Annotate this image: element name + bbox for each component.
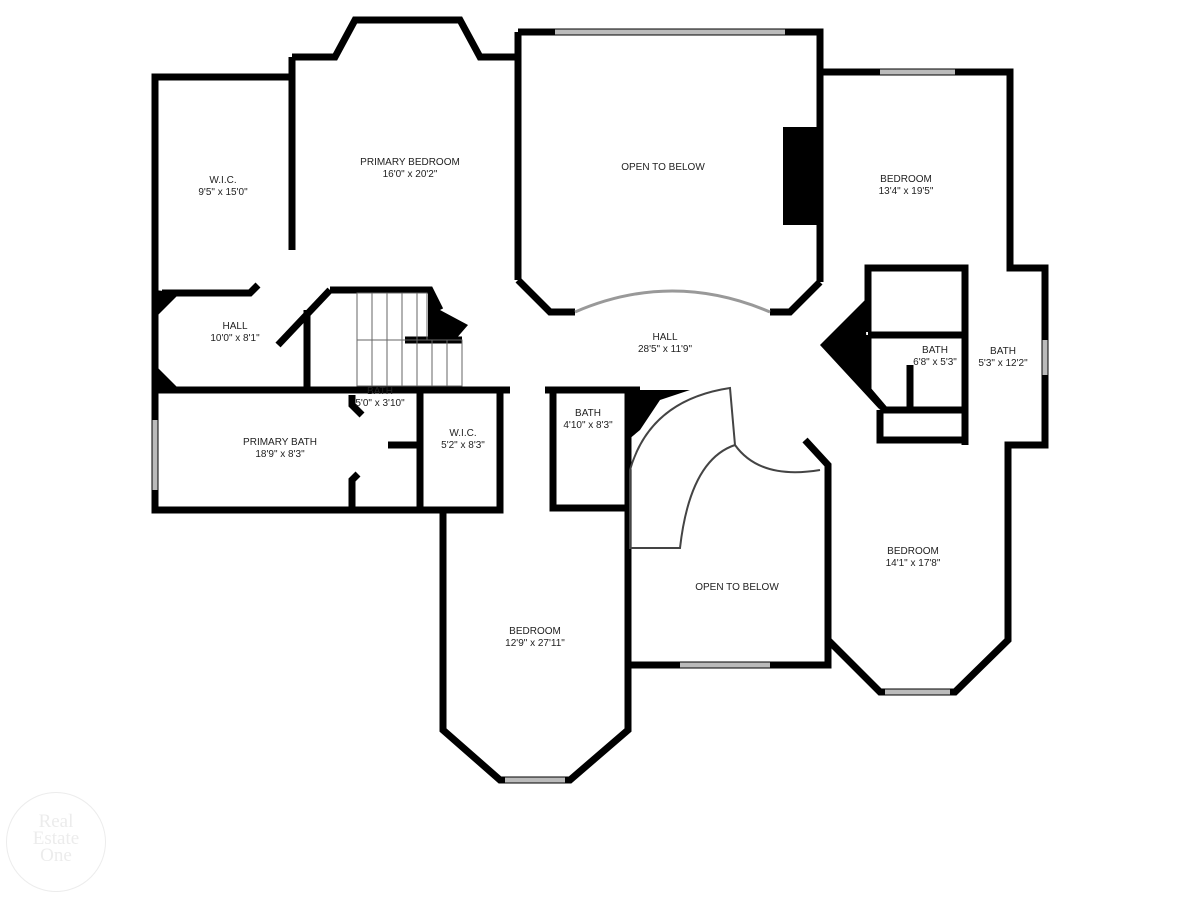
wall-open-to-below	[518, 28, 824, 282]
room-label-open-to-below-lower: OPEN TO BELOW	[695, 582, 779, 593]
wall	[876, 410, 965, 444]
wall-fill	[155, 290, 180, 318]
wall	[330, 286, 444, 312]
wall-fill	[628, 390, 690, 440]
wall-fill	[155, 365, 180, 390]
wall-bath-small	[549, 390, 628, 512]
room-label-wic-small: W.I.C.5'2" x 8'3"	[441, 428, 485, 451]
wall-primary-bedroom	[292, 16, 518, 61]
room-label-open-to-below: OPEN TO BELOW	[621, 162, 705, 173]
wall-open-to-below-lower	[628, 640, 832, 669]
room-label-wic: W.I.C.9'5" x 15'0"	[198, 175, 248, 198]
wall	[162, 282, 261, 297]
wall	[770, 279, 823, 316]
stair-landing	[734, 444, 821, 474]
wall-fill	[820, 300, 880, 410]
wall-bedroom-right	[802, 68, 1049, 696]
hall-arc	[574, 289, 771, 314]
wall-wic	[151, 73, 292, 390]
wall-fill	[428, 290, 468, 340]
wall	[515, 277, 575, 316]
wall-bath	[864, 264, 969, 445]
wall	[348, 471, 361, 510]
stairs	[356, 292, 463, 387]
wall	[864, 335, 965, 414]
wall-wic-small	[443, 390, 504, 514]
wall	[348, 395, 365, 418]
fireplace	[783, 127, 820, 225]
windows	[152, 29, 1048, 783]
